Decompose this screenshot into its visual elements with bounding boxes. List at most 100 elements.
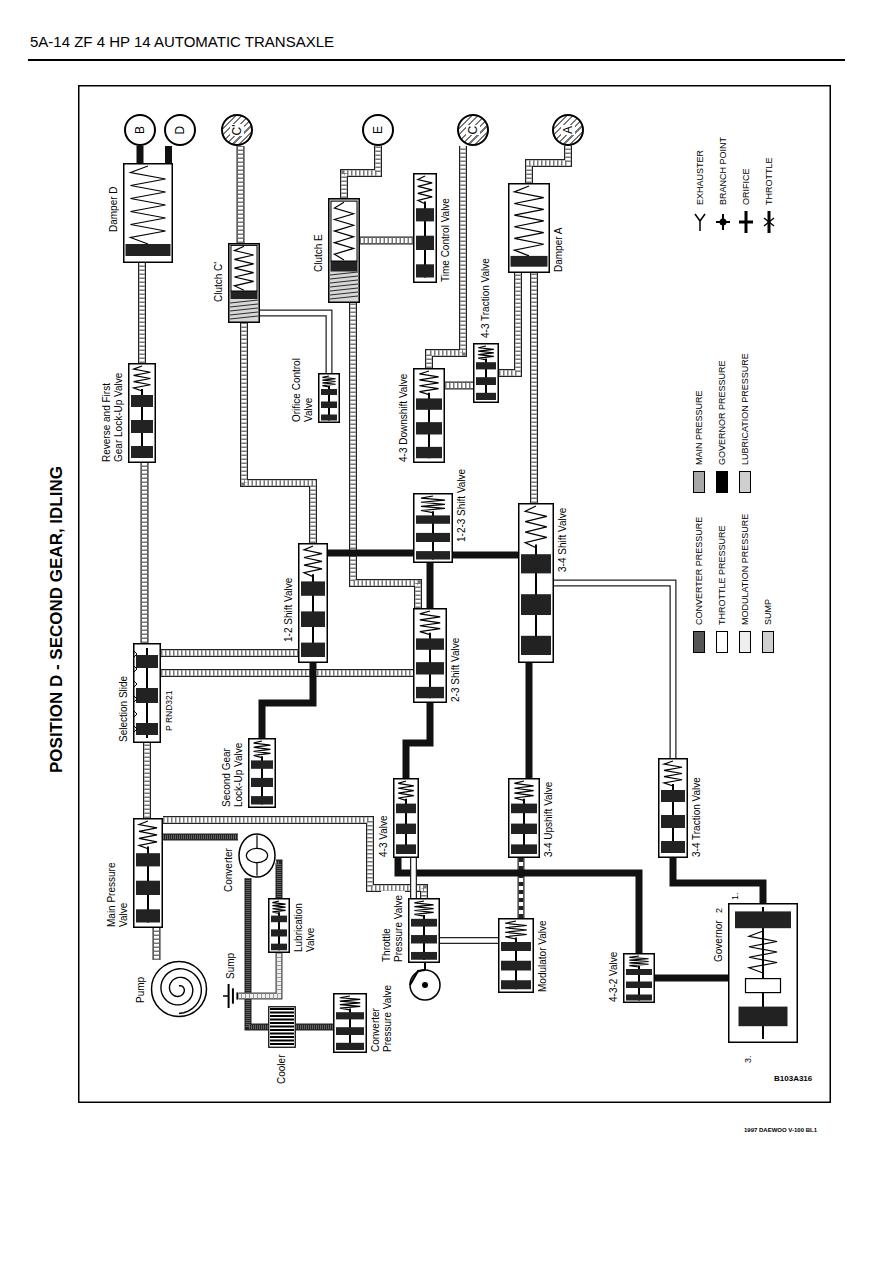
hydraulic-line — [140, 146, 141, 163]
legend-swatch — [693, 631, 705, 653]
line-stroke — [163, 834, 238, 841]
legend-item: EXHAUSTER — [693, 150, 707, 233]
cooler-fin — [270, 1029, 294, 1031]
line-stroke — [445, 383, 473, 389]
valve-graphic — [408, 898, 440, 963]
hydraulic-line — [353, 303, 418, 608]
page-footer: 1997 DAEWOO V-100 BL1 — [744, 1127, 817, 1134]
detent-notch — [133, 710, 137, 718]
valve-graphic — [268, 898, 290, 953]
frame-border — [79, 86, 831, 1103]
line-stroke — [410, 858, 417, 898]
pressure-valve: Converter Pressure Valve — [333, 993, 367, 1053]
converter-vane — [256, 835, 257, 848]
spool-land — [321, 415, 337, 421]
line-stroke — [248, 878, 268, 1027]
legend-swatch — [693, 471, 705, 493]
spool-land — [301, 643, 325, 657]
line-stroke — [529, 146, 568, 183]
hydraulic-line — [529, 663, 530, 778]
hydraulic-line — [445, 385, 473, 386]
line-stroke — [139, 263, 145, 363]
cooler: Cooler — [268, 1006, 296, 1048]
line-stroke — [144, 743, 150, 818]
hydraulic-line — [529, 146, 568, 183]
valve-spring — [254, 741, 271, 758]
valve-graphic — [413, 493, 453, 563]
part-label: 1-2-3 Shift Valve — [456, 468, 468, 543]
legend-swatch — [739, 631, 751, 653]
part-label: Reverse and First Gear Lock-Up Valve — [101, 361, 125, 463]
pump-housing — [152, 962, 207, 1017]
part-label: 3-4 Traction Valve — [691, 776, 703, 858]
hydraulic-lines — [140, 146, 763, 1027]
valve-spring — [340, 996, 360, 1010]
line-stroke — [154, 928, 160, 960]
hydraulic-line — [276, 863, 279, 898]
cooler-fin — [270, 1026, 294, 1028]
governor-weight — [735, 911, 791, 928]
valve-graphic — [413, 173, 437, 283]
valve-bore — [299, 544, 328, 663]
branch-dot — [720, 219, 727, 226]
part-label: 3-4 Upshift Valve — [543, 781, 555, 858]
valve-bore — [509, 779, 540, 858]
spool-land — [136, 723, 158, 735]
valve-spring — [629, 956, 648, 967]
converter-torus — [239, 834, 275, 877]
line-stroke — [154, 928, 160, 960]
legend-text: MODULATION PRESSURE — [740, 514, 751, 625]
part-label: Sump — [225, 952, 237, 980]
connector-circle: C — [457, 114, 489, 146]
line-stroke — [144, 743, 150, 818]
line-stroke — [529, 146, 568, 183]
line-stroke — [262, 663, 313, 738]
hydraulic-line — [147, 743, 148, 818]
hydraulic-line — [360, 240, 413, 241]
part-label: Pump — [135, 976, 147, 1004]
line-stroke — [165, 146, 172, 163]
detent-notch — [133, 665, 137, 673]
exhaust-symbol — [699, 221, 701, 231]
clutch-hatch — [230, 308, 258, 311]
part-label: Converter Pressure Valve — [370, 966, 394, 1053]
hydraulic-line — [499, 273, 518, 373]
line-stroke — [673, 858, 763, 903]
hydraulic-line — [144, 463, 145, 643]
valve-bore — [659, 759, 688, 858]
spool-land — [501, 961, 531, 971]
selector-slide: Selection Slide — [133, 643, 161, 743]
spool-land — [416, 398, 442, 409]
spool-land — [136, 655, 158, 668]
diagram-frame: POSITION D - SECOND GEAR, IDLINGMain Pre… — [78, 85, 831, 1103]
legend-symbol — [716, 211, 730, 233]
spool-land — [136, 688, 158, 703]
valve-spring — [478, 346, 494, 360]
clutch-chamber — [331, 201, 357, 261]
part-label: 2-3 Shift Valve — [450, 637, 462, 703]
clutch-hatch — [330, 280, 358, 283]
spool-land — [416, 422, 442, 434]
spool-land — [321, 402, 337, 409]
cooler-fin — [270, 1012, 294, 1014]
line-stroke — [143, 743, 151, 818]
spool-land — [521, 594, 551, 615]
port-letter: C — [466, 125, 480, 136]
spool-land — [271, 916, 287, 923]
hydraulic-line — [239, 953, 279, 996]
hydraulic-line — [328, 553, 413, 554]
line-stroke — [161, 670, 413, 676]
lock-up-valve: Second Gear Lock-Up Valve — [248, 738, 276, 808]
line-stroke — [518, 858, 525, 918]
part-label: Clutch E — [313, 233, 325, 273]
legend-item: SUMP — [762, 599, 774, 653]
lubrication-valve: Lubrication Valve — [268, 898, 290, 953]
hydraulic-line — [296, 1027, 333, 1028]
spool-land — [501, 942, 531, 951]
legend-item: GOVERNOR PRESSURE — [716, 360, 728, 493]
spool-land — [396, 844, 416, 854]
valve-spring — [139, 821, 157, 849]
selector-positions: P RND321 — [165, 691, 175, 731]
sump-line — [232, 988, 234, 1003]
damper: Damper A — [508, 183, 550, 273]
